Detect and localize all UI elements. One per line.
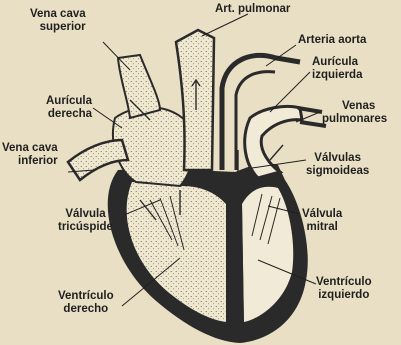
label-vena-cava-superior: Vena cava superior bbox=[30, 8, 86, 34]
label-vena-cava-inferior: Vena cava inferior bbox=[2, 142, 58, 168]
label-art-pulmonar: Art. pulmonar bbox=[215, 3, 290, 16]
label-valvula-mitral: Válvula mitral bbox=[302, 208, 342, 234]
label-auricula-izquierda: Aurícula izquierda bbox=[312, 56, 362, 82]
label-ventriculo-derecho: Ventrículo derecho bbox=[58, 290, 114, 316]
label-venas-pulmonares: Venas pulmonares bbox=[322, 100, 387, 126]
label-auricula-derecha: Aurícula derecha bbox=[46, 95, 92, 121]
septum bbox=[226, 204, 244, 330]
label-arteria-aorta: Arteria aorta bbox=[298, 34, 366, 47]
label-valvulas-sigmoideas: Válvulas sigmoideas bbox=[306, 152, 369, 178]
label-valvula-tricuspide: Válvula tricúspide bbox=[58, 208, 113, 234]
label-ventriculo-izquierdo: Ventrículo izquierdo bbox=[316, 276, 372, 302]
left-atrium bbox=[245, 106, 302, 178]
